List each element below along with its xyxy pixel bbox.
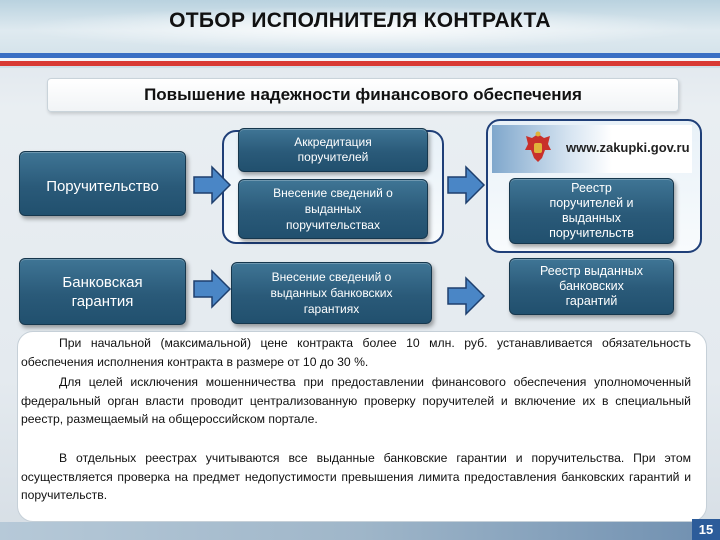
right-arrow-icon <box>193 269 232 309</box>
header-glow <box>20 6 700 50</box>
text-panel <box>17 331 707 522</box>
zakupki-banner: www.zakupki.gov.ru <box>492 125 692 173</box>
right-arrow-icon <box>447 276 486 316</box>
right-arrow-icon <box>447 165 486 205</box>
surety-entry-box: Внесение сведений о выданных поручительс… <box>238 179 428 239</box>
paragraph: В отдельных реестрах учитываются все выд… <box>21 451 691 503</box>
flag-stripe-blue <box>0 53 720 58</box>
flag-stripe-white <box>0 58 720 61</box>
right-arrow-icon <box>193 165 232 205</box>
zakupki-url: www.zakupki.gov.ru <box>566 140 690 155</box>
footer-bar <box>0 522 720 540</box>
subtitle: Повышение надежности финансового обеспеч… <box>144 85 582 104</box>
surety-entry-label: Внесение сведений о выданных поручительс… <box>273 186 393 232</box>
flag-stripe-red <box>0 61 720 66</box>
subtitle-box: Повышение надежности финансового обеспеч… <box>47 78 679 112</box>
bank-guarantee-box: Банковская гарантия <box>19 258 186 325</box>
paragraph: При начальной (максимальной) цене контра… <box>21 336 691 369</box>
page-title: ОТБОР ИСПОЛНИТЕЛЯ КОНТРАКТА <box>169 9 551 32</box>
surety-registry-box: Реестр поручителей и выданных поручитель… <box>509 178 674 244</box>
surety-label: Поручительство <box>46 178 159 195</box>
russian-coat-of-arms-icon <box>525 131 551 162</box>
bank-guarantee-registry-label: Реестр выданных банковских гарантий <box>539 264 643 308</box>
bank-guarantee-entry-label: Внесение сведений о выданных банковских … <box>270 270 393 316</box>
bank-guarantee-label: Банковская гарантия <box>62 273 143 310</box>
paragraph: Для целей исключения мошенничества при п… <box>21 375 691 427</box>
bank-guarantee-registry-box: Реестр выданных банковских гарантий <box>509 258 674 315</box>
surety-box: Поручительство <box>19 151 186 216</box>
accreditation-box: Аккредитация поручителей <box>238 128 428 172</box>
page-number: 15 <box>692 519 720 540</box>
surety-registry-label: Реестр поручителей и выданных поручитель… <box>549 181 634 240</box>
accreditation-label: Аккредитация поручителей <box>294 135 372 164</box>
bank-guarantee-entry-box: Внесение сведений о выданных банковских … <box>231 262 432 324</box>
